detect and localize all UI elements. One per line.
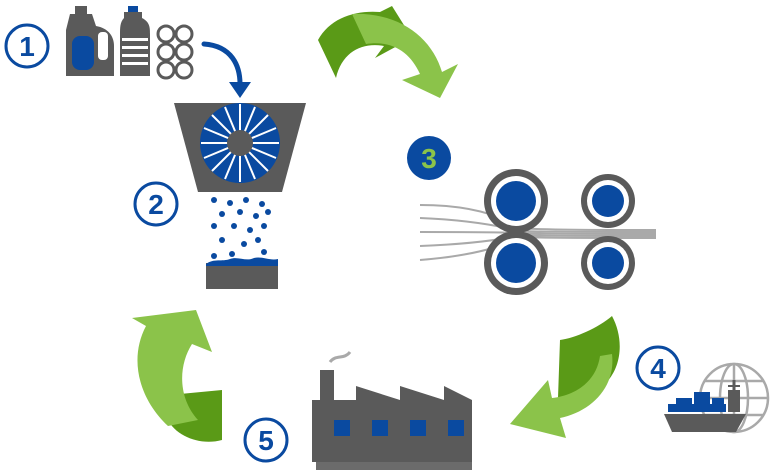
recycle-arrow-right-icon (510, 316, 620, 438)
factory-icon (312, 350, 472, 470)
step-1-number: 1 (19, 31, 35, 62)
step-3-number: 3 (421, 143, 437, 174)
roller-press-icon (419, 169, 657, 295)
step-2-number: 2 (148, 189, 164, 220)
flake-pile-icon (206, 257, 278, 289)
step-3-badge: 3 (407, 136, 451, 180)
detergent-bottle-icon (66, 6, 114, 76)
step-4-badge: 4 (635, 345, 681, 391)
step-1-badge: 1 (4, 23, 50, 69)
water-bottle-icon (120, 6, 150, 76)
cargo-ship-icon (664, 380, 746, 432)
step-5-badge: 5 (243, 417, 289, 463)
plastic-flakes-icon (211, 197, 271, 259)
step-5-number: 5 (258, 425, 274, 456)
feed-arrow-icon (201, 41, 251, 98)
step-4-number: 4 (650, 353, 666, 384)
shredder-hopper-icon (174, 103, 306, 192)
recycle-arrow-top-icon (318, 6, 458, 98)
recycle-arrow-left-icon (132, 310, 222, 442)
step-2-badge: 2 (133, 181, 179, 227)
six-pack-rings-icon (156, 24, 194, 80)
